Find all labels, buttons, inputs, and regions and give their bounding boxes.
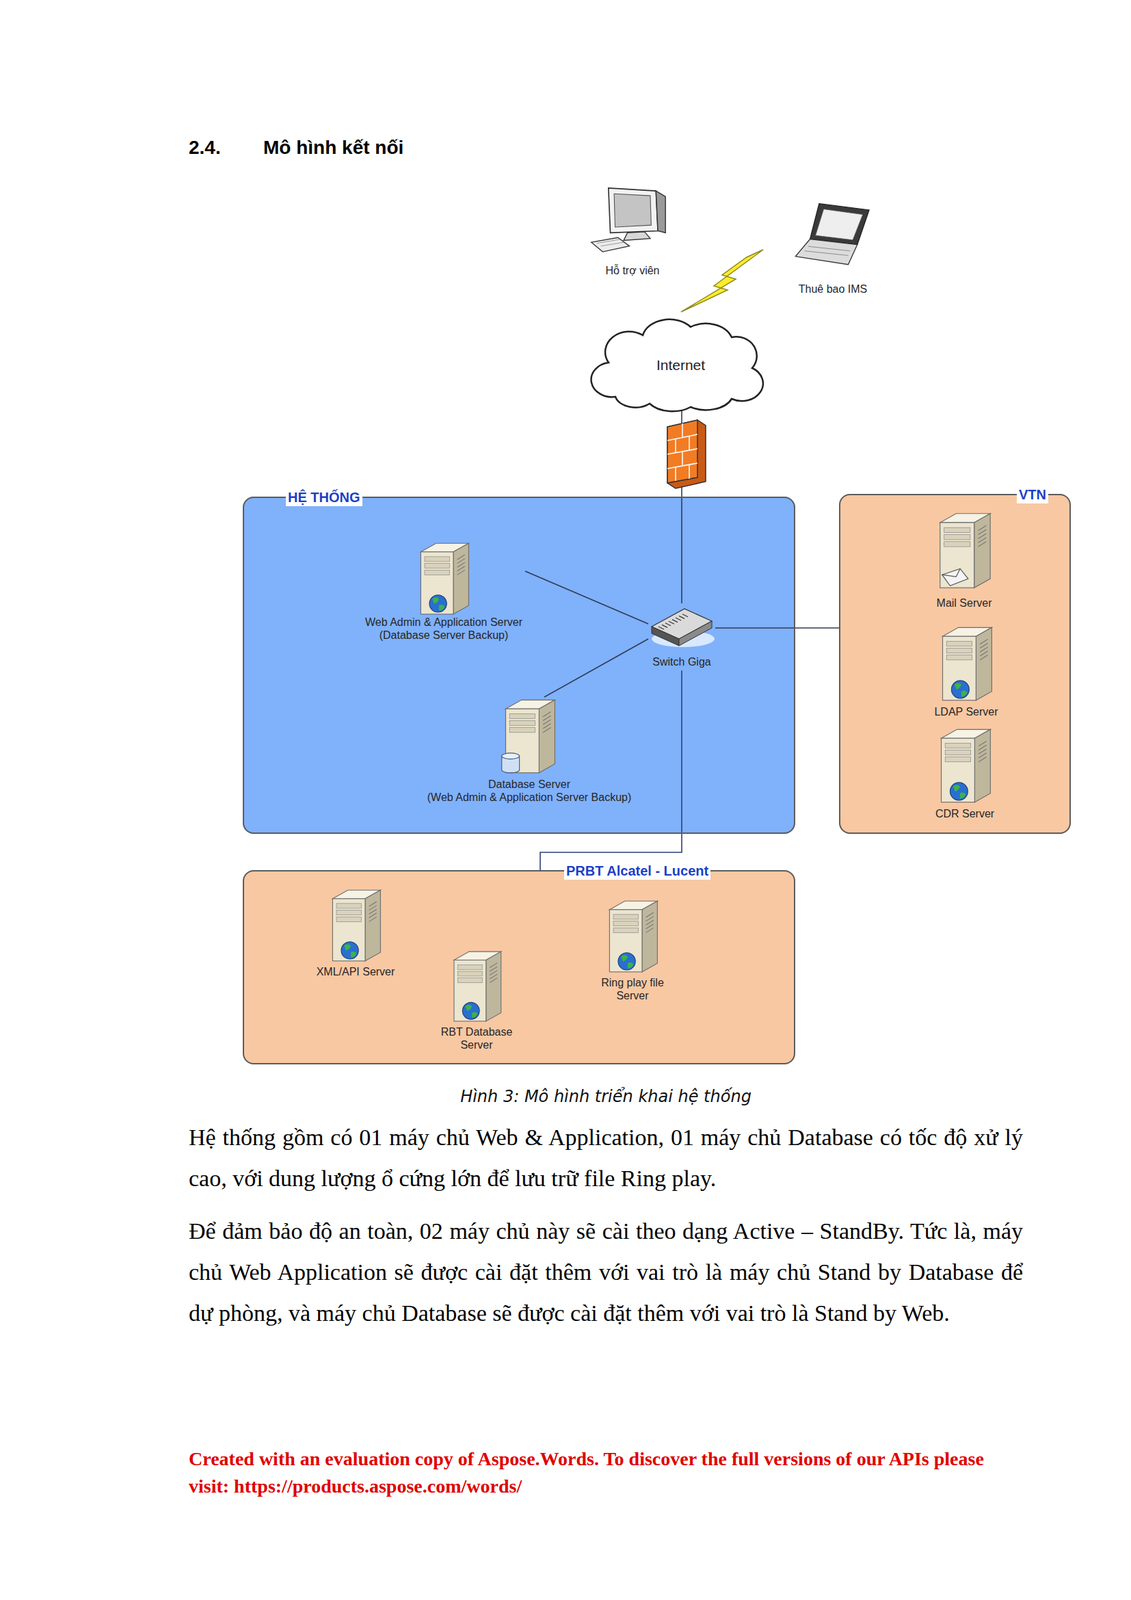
node-label: Mail Server <box>935 596 993 610</box>
server-icon <box>609 900 658 972</box>
switch-port <box>658 626 664 630</box>
graphic-part <box>681 423 684 438</box>
node-label: (Web Admin & Application Server Backup) <box>427 790 632 804</box>
cloud-label: Internet <box>656 356 705 374</box>
network-link <box>544 638 649 697</box>
group-heading: PRBT Alcatel - Lucent <box>564 861 711 880</box>
internet-cloud: Internet <box>591 324 770 407</box>
body-paragraph: Hệ thống gồm có 01 máy chủ Web & Applica… <box>188 1116 1023 1199</box>
prbt-fill <box>242 869 796 1064</box>
database-server-icon <box>501 699 556 773</box>
node-label: Ring play file Server <box>590 975 676 1002</box>
vtn-group: VTNMail ServerLDAP ServerCDR Server <box>839 493 1071 834</box>
ring-file-server: Ring play file Server <box>587 897 679 1004</box>
graphic-part <box>651 626 680 646</box>
switch-port <box>679 615 685 619</box>
internet-cloud <box>591 319 764 411</box>
server-icon <box>420 542 469 615</box>
firewall-icon <box>667 419 706 489</box>
body-paragraph: Để đảm bảo độ an toàn, 02 máy chủ này sẽ… <box>188 1210 1023 1334</box>
node-label: Web Admin & Application Server <box>365 615 523 629</box>
graphic-part <box>658 614 688 630</box>
server-icon <box>454 951 502 1021</box>
cdr-server: CDR Server <box>932 726 997 822</box>
graphic-part <box>681 451 684 466</box>
watermark: Created with an evaluation copy of Aspos… <box>188 1444 1010 1500</box>
graphic-part <box>608 188 658 233</box>
switch-port <box>672 619 678 623</box>
figure-caption: Hình 3: Mô hình triển khai hệ thống <box>332 1085 880 1107</box>
heading: Mô hình kết nối <box>263 136 404 160</box>
graphic-part <box>795 239 857 265</box>
graphic-part <box>674 438 677 453</box>
node-label: XML/API Server <box>316 964 396 978</box>
graphic-part <box>596 239 620 244</box>
graphic-part <box>591 237 630 252</box>
switch-port <box>675 617 682 621</box>
node-label: RBT Database Server <box>434 1025 520 1051</box>
rbt-database-server: RBT Database Server <box>431 948 523 1054</box>
switch-port <box>665 622 671 626</box>
graphic-part <box>679 620 712 646</box>
system-group: HỆ THỐNGWeb Admin & Application Server(D… <box>242 496 796 834</box>
desktop-icon <box>591 188 666 252</box>
node-label: Switch Giga <box>650 655 713 669</box>
network-link <box>715 627 840 629</box>
network-link <box>540 670 682 870</box>
database-server: Database Server(Web Admin & Application … <box>424 696 635 806</box>
group-heading: HỆ THỐNG <box>285 488 363 507</box>
graphic-part <box>810 203 870 245</box>
system-fill <box>242 496 796 834</box>
graphic-part <box>614 193 651 228</box>
graphic-part <box>674 467 677 481</box>
graphic-part <box>815 209 863 241</box>
mail-server: Mail Server <box>932 510 996 612</box>
server-icon <box>942 627 993 700</box>
graphic-part <box>808 246 850 251</box>
network-switch: Switch Giga <box>648 603 716 671</box>
node-label: LDAP Server <box>934 704 998 718</box>
workstation: Hỗ trợ viên <box>590 183 676 279</box>
mail-server-icon <box>940 513 991 589</box>
network-link <box>525 570 649 624</box>
app-server: Web Admin & Application Server(Database … <box>362 540 526 644</box>
node-label: (Database Server Backup) <box>365 628 523 642</box>
node-label: Database Server <box>427 777 632 791</box>
node-label: Thuê bao IMS <box>793 282 872 296</box>
graphic-part <box>688 435 690 450</box>
ldap-server: LDAP Server <box>931 624 1001 721</box>
vtn-fill <box>839 493 1071 834</box>
graphic-part <box>623 231 651 241</box>
switch-port <box>682 614 688 617</box>
switch-port <box>668 620 675 624</box>
wireless-bolt <box>681 249 764 312</box>
node-label: CDR Server <box>935 806 995 820</box>
switch-icon <box>651 608 715 647</box>
graphic-part <box>667 419 706 489</box>
switch-port <box>661 624 668 628</box>
laptop: Thuê bao IMS <box>791 198 875 298</box>
graphic-part <box>688 464 690 479</box>
server-icon <box>941 728 991 802</box>
server-icon <box>332 889 381 961</box>
node-label: Hỗ trợ viên <box>592 263 673 277</box>
graphic-part <box>804 250 849 256</box>
graphic-part <box>601 242 624 247</box>
heading-number: 2.4. <box>188 136 221 160</box>
group-heading: VTN <box>1016 485 1049 504</box>
prbt-group: PRBT Alcatel - LucentXML/API ServerRBT D… <box>242 869 796 1064</box>
graphic-part <box>667 419 698 483</box>
api-server: XML/API Server <box>313 886 398 980</box>
laptop-icon <box>795 203 870 265</box>
graphic-part <box>655 190 666 233</box>
